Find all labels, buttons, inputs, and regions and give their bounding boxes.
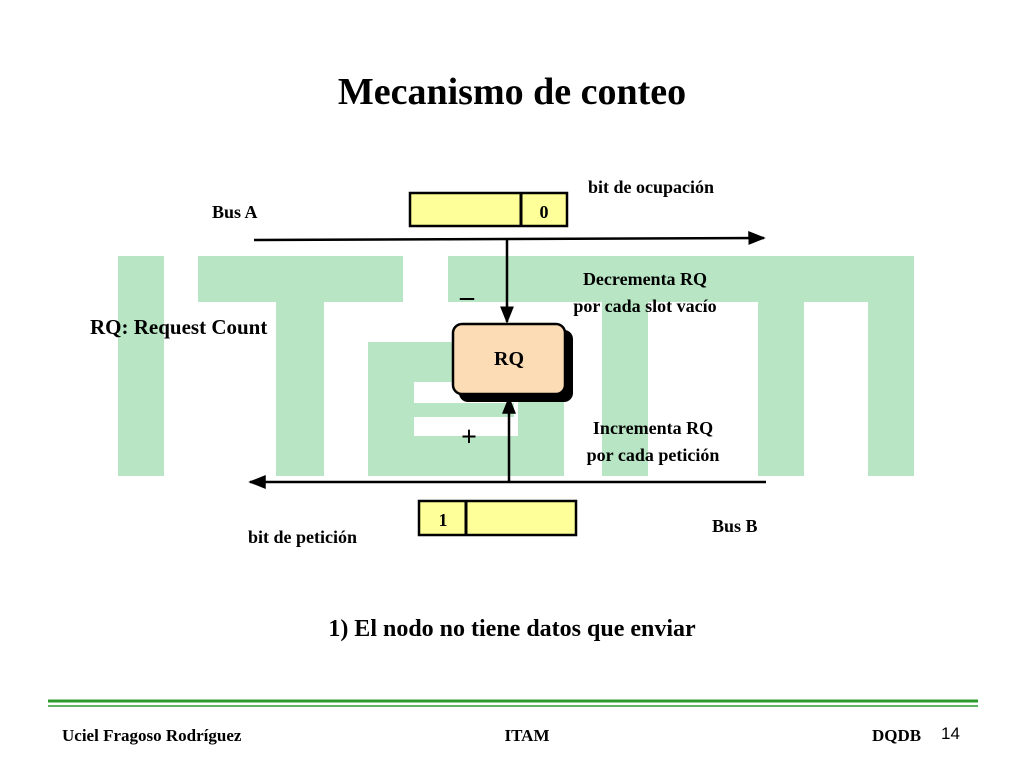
footer-author: Uciel Fragoso Rodríguez: [62, 726, 242, 745]
plus-sign: +: [461, 422, 477, 453]
decrement-label: Decrementa RQ por cada slot vacío: [545, 266, 745, 320]
bus-b-label: Bus B: [712, 516, 758, 536]
page-number: 14: [941, 724, 960, 743]
request-bit-label: bit de petición: [248, 527, 358, 547]
busy-bit-label: bit de ocupación: [588, 177, 715, 197]
busy-bit-value: 0: [539, 202, 549, 222]
bus-a-slot-cell: [408, 191, 569, 228]
bus-a-label: Bus A: [212, 202, 258, 222]
footer-topic: DQDB: [872, 726, 922, 745]
rq-definition: RQ: Request Count: [90, 315, 268, 339]
footer-institution: ITAM: [504, 726, 550, 745]
slide-title: Mecanismo de conteo: [337, 71, 687, 113]
footer-rule: [48, 699, 978, 707]
decrement-line-2: por cada slot vacío: [573, 296, 717, 316]
increment-label: Incrementa RQ por cada petición: [553, 415, 753, 469]
bus-b-slot-cell: [417, 499, 578, 537]
rq-counter-box: [451, 322, 573, 402]
request-bit-value: 1: [438, 510, 448, 530]
bus-a-line: [253, 231, 766, 246]
slide-caption: 1) El nodo no tiene datos que enviar: [328, 616, 696, 642]
increment-line-1: Incrementa RQ: [592, 418, 714, 438]
minus-sign: _: [460, 272, 474, 303]
rq-box-label: RQ: [494, 348, 524, 370]
decrement-line-1: Decrementa RQ: [582, 269, 708, 289]
increment-line-2: por cada petición: [586, 445, 720, 465]
